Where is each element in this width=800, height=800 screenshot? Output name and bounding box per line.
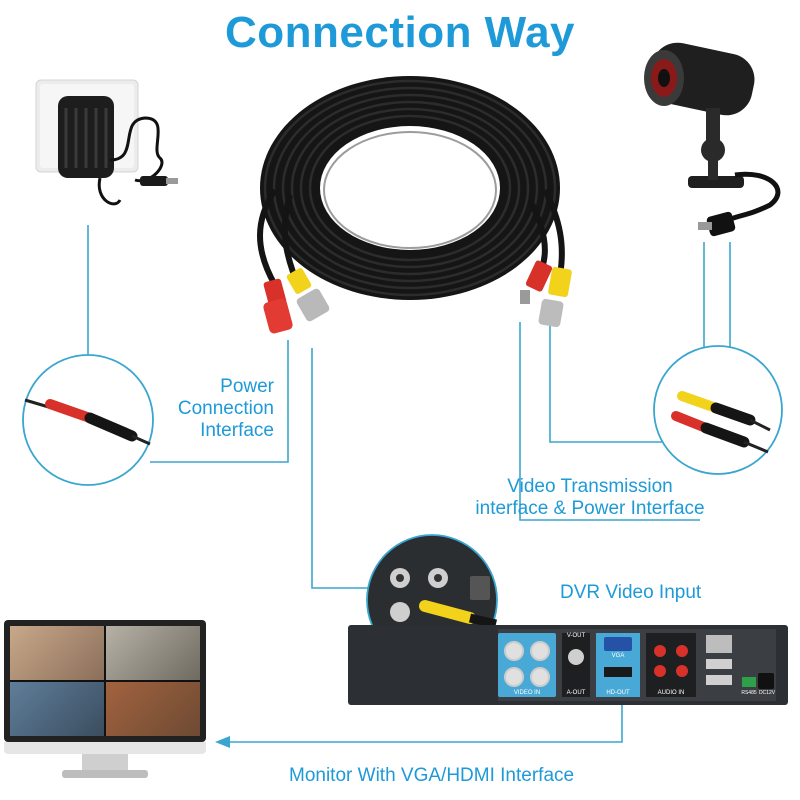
hd-out-label: HD-OUT	[596, 690, 640, 696]
video-in-label: VIDEO IN	[498, 690, 556, 696]
arrow-head-icon	[215, 736, 230, 748]
video-label-line1: Video Transmission	[440, 476, 740, 498]
bnc-port-v4	[504, 667, 524, 687]
camera-feed-4	[105, 681, 200, 736]
rca-port-vout	[568, 649, 584, 665]
dvr-recorder-icon: VIDEO IN V-OUT A-OUT VGA HD-OUT AUDIO IN…	[348, 625, 788, 705]
bnc-port-v1	[530, 641, 550, 661]
video-power-zoom	[654, 346, 782, 474]
vga-port	[604, 637, 632, 651]
power-label-line2: Connection	[150, 398, 274, 420]
audio-port-a4	[654, 665, 666, 677]
monitor-screen	[10, 626, 200, 736]
security-camera-icon	[644, 38, 778, 237]
power-block: RS485 DC12V	[740, 633, 776, 697]
power-adapter-icon	[36, 80, 178, 204]
ethernet-port	[706, 635, 732, 653]
dvr-video-input-label: DVR Video Input	[560, 582, 701, 604]
power-connection-zoom	[23, 355, 153, 485]
network-block	[702, 633, 736, 697]
audio-in-label: AUDIO IN	[646, 690, 696, 696]
usb-port-2	[706, 675, 732, 685]
bnc-port-v3	[504, 641, 524, 661]
audio-in-block: AUDIO IN	[646, 633, 696, 697]
video-in-block: VIDEO IN	[498, 633, 556, 697]
av-out-block: V-OUT A-OUT	[562, 633, 590, 697]
monitor-screen-frame	[4, 620, 206, 742]
vga-label: VGA	[596, 653, 640, 659]
monitor-chin	[4, 742, 206, 754]
hdmi-port	[604, 667, 632, 677]
camera-feed-2	[105, 626, 200, 681]
a-out-label: A-OUT	[562, 690, 590, 696]
power-label-line3: Interface	[150, 420, 274, 442]
v-out-label: V-OUT	[562, 633, 590, 639]
video-interface-label: Video Transmission interface & Power Int…	[440, 476, 740, 520]
dc-power-port	[758, 673, 774, 689]
dc12v-label: DC12V	[758, 690, 776, 696]
line-hdmi-to-monitor	[222, 705, 622, 742]
camera-feed-3	[10, 681, 105, 736]
power-label-line1: Power	[150, 376, 274, 398]
display-out-block: VGA HD-OUT	[596, 633, 640, 697]
monitor-interface-label: Monitor With VGA/HDMI Interface	[289, 765, 574, 787]
audio-port-a3	[654, 645, 666, 657]
cable-coil-icon	[260, 76, 572, 335]
usb-port-1	[706, 659, 732, 669]
power-interface-label: Power Connection Interface	[150, 376, 274, 442]
bnc-port-v2	[530, 667, 550, 687]
monitor-stand	[62, 770, 148, 778]
camera-feed-1	[10, 626, 105, 681]
monitor-icon	[0, 620, 210, 785]
video-label-line2: interface & Power Interface	[440, 498, 740, 520]
line-video-cable-to-dvr-zoom	[312, 348, 368, 588]
rs485-label: RS485	[740, 690, 758, 696]
audio-port-a2	[676, 665, 688, 677]
rs485-terminal	[742, 677, 756, 687]
audio-port-a1	[676, 645, 688, 657]
